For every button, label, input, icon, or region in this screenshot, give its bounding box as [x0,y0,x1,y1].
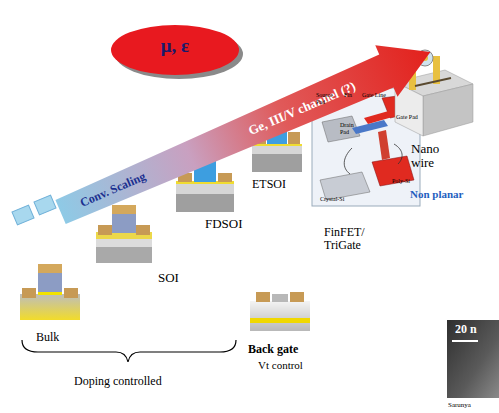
back-gate-device [250,292,310,331]
substrate [250,301,310,331]
gate-cap [38,264,62,273]
front-face [423,84,473,136]
gate [38,272,62,294]
silicon-layer [252,144,302,146]
scale-bar [452,340,478,342]
gate-line [364,110,396,124]
substrate [96,247,152,263]
arrow-fragment [12,205,34,225]
parameter-text: μ, ε [108,34,242,57]
scale-label: 20 n [455,323,477,336]
device-label: Bulk [36,331,59,344]
category-note: Non planar [410,188,464,200]
gate-cap [112,205,136,214]
contact [256,292,270,302]
substrate [176,194,234,212]
substrate [252,154,302,172]
buried-oxide [96,239,152,247]
sem-image [447,320,499,398]
device-label: FDSOI [205,217,243,231]
contact [288,132,300,144]
mobility-ellipse: μ, ε [108,22,242,78]
contact [64,288,78,298]
device-label: ETSOI [252,178,286,191]
part-label: Gate Line [362,92,386,99]
part-label: Source Pad [316,92,340,105]
bulk-device [20,264,80,320]
buried-oxide [252,146,302,154]
device-label: SOI [158,271,179,285]
arrow-shape [49,26,441,237]
gate [112,213,136,233]
gate-pad [372,156,414,186]
leader-line [344,148,352,174]
device-label: Nano wire [411,142,447,171]
contact [98,225,112,235]
gate [272,294,288,302]
part-label: Fin [344,92,352,99]
gate-line [378,130,390,160]
contact [136,225,150,235]
leader-line [394,144,402,164]
contact [290,292,304,302]
contact [218,173,232,182]
crystal-si-block [320,172,370,200]
channel [38,292,62,295]
part-label: Poly-Si [392,178,410,185]
part-label: Drain Pad [340,122,362,135]
note-label: Vt control [258,359,303,371]
credit-label: Sarunya [448,402,471,410]
part-label: Crystal-Si [320,196,344,203]
back-gate-layer [250,318,310,323]
part-label: Gate Pad [396,114,418,121]
nanowire [415,78,451,86]
soi-device [96,205,152,263]
device-label: Back gate [248,343,298,356]
group-label: Doping controlled [74,375,162,388]
device-label: FinFET/ TriGate [324,226,376,252]
contact [22,288,36,298]
buried-oxide [176,184,234,194]
arrow-fragment [34,195,56,215]
